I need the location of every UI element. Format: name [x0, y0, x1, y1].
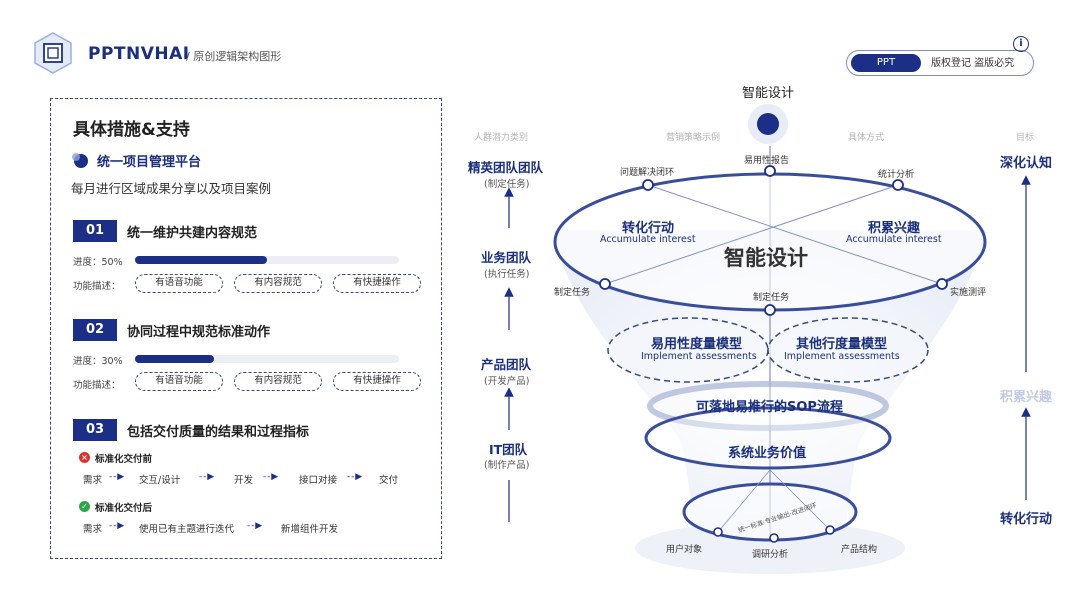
team-name: 产品团队 [481, 354, 531, 373]
diagram-top-title: 智能设计 [742, 82, 794, 101]
team-task: (制作产品) [484, 457, 529, 471]
bottom-node[interactable] [770, 534, 778, 542]
bottom-node[interactable] [826, 526, 834, 534]
sop-label: 可落地易推行的SOP流程 [696, 396, 843, 415]
ring-right-subtitle: Accumulate interest [846, 234, 942, 245]
ring-node[interactable] [893, 180, 903, 190]
team-task: (执行任务) [484, 266, 529, 280]
axis-label: 具体方式 [848, 130, 884, 143]
team-name: 业务团队 [481, 247, 531, 266]
axis-label: 人群潜力类别 [474, 130, 528, 143]
ring-center-title: 智能设计 [724, 242, 808, 272]
model-subtitle: Implement assessments [784, 351, 900, 362]
bottom-node-label: 调研分析 [752, 547, 788, 560]
node-label: 易用性报告 [744, 153, 789, 166]
value-label: 系统业务价值 [728, 442, 806, 461]
model-subtitle: Implement assessments [641, 351, 757, 362]
bottom-node-label: 产品结构 [841, 542, 877, 555]
team-name: IT团队 [489, 439, 527, 458]
node-label: 制定任务 [554, 285, 590, 298]
goal-label-bottom: 转化行动 [1000, 508, 1052, 527]
ring-node[interactable] [600, 279, 610, 289]
model-title: 其他行度量模型 [796, 333, 887, 352]
model-title: 易用性度量模型 [651, 333, 742, 352]
top-node[interactable] [757, 113, 779, 135]
ring-node[interactable] [937, 279, 947, 289]
goal-label-middle: 积累兴趣 [1000, 386, 1052, 405]
bottom-node-label: 用户对象 [666, 542, 702, 555]
ring-node[interactable] [765, 166, 775, 176]
node-label: 制定任务 [753, 290, 789, 303]
node-label: 统计分析 [878, 167, 914, 180]
ring-left-subtitle: Accumulate interest [600, 234, 696, 245]
node-label: 问题解决闭环 [620, 165, 674, 178]
node-label: 实施测评 [950, 285, 986, 298]
team-name: 精英团队团队 [468, 157, 543, 176]
ring-node[interactable] [643, 180, 653, 190]
goal-label-top: 深化认知 [1000, 152, 1052, 171]
ring-node[interactable] [765, 305, 775, 315]
bottom-node[interactable] [714, 528, 722, 536]
team-task: (制定任务) [484, 176, 529, 190]
team-task: (开发产品) [484, 373, 529, 387]
axis-label: 目标 [1016, 130, 1034, 143]
axis-label: 营销策略示例 [666, 130, 720, 143]
